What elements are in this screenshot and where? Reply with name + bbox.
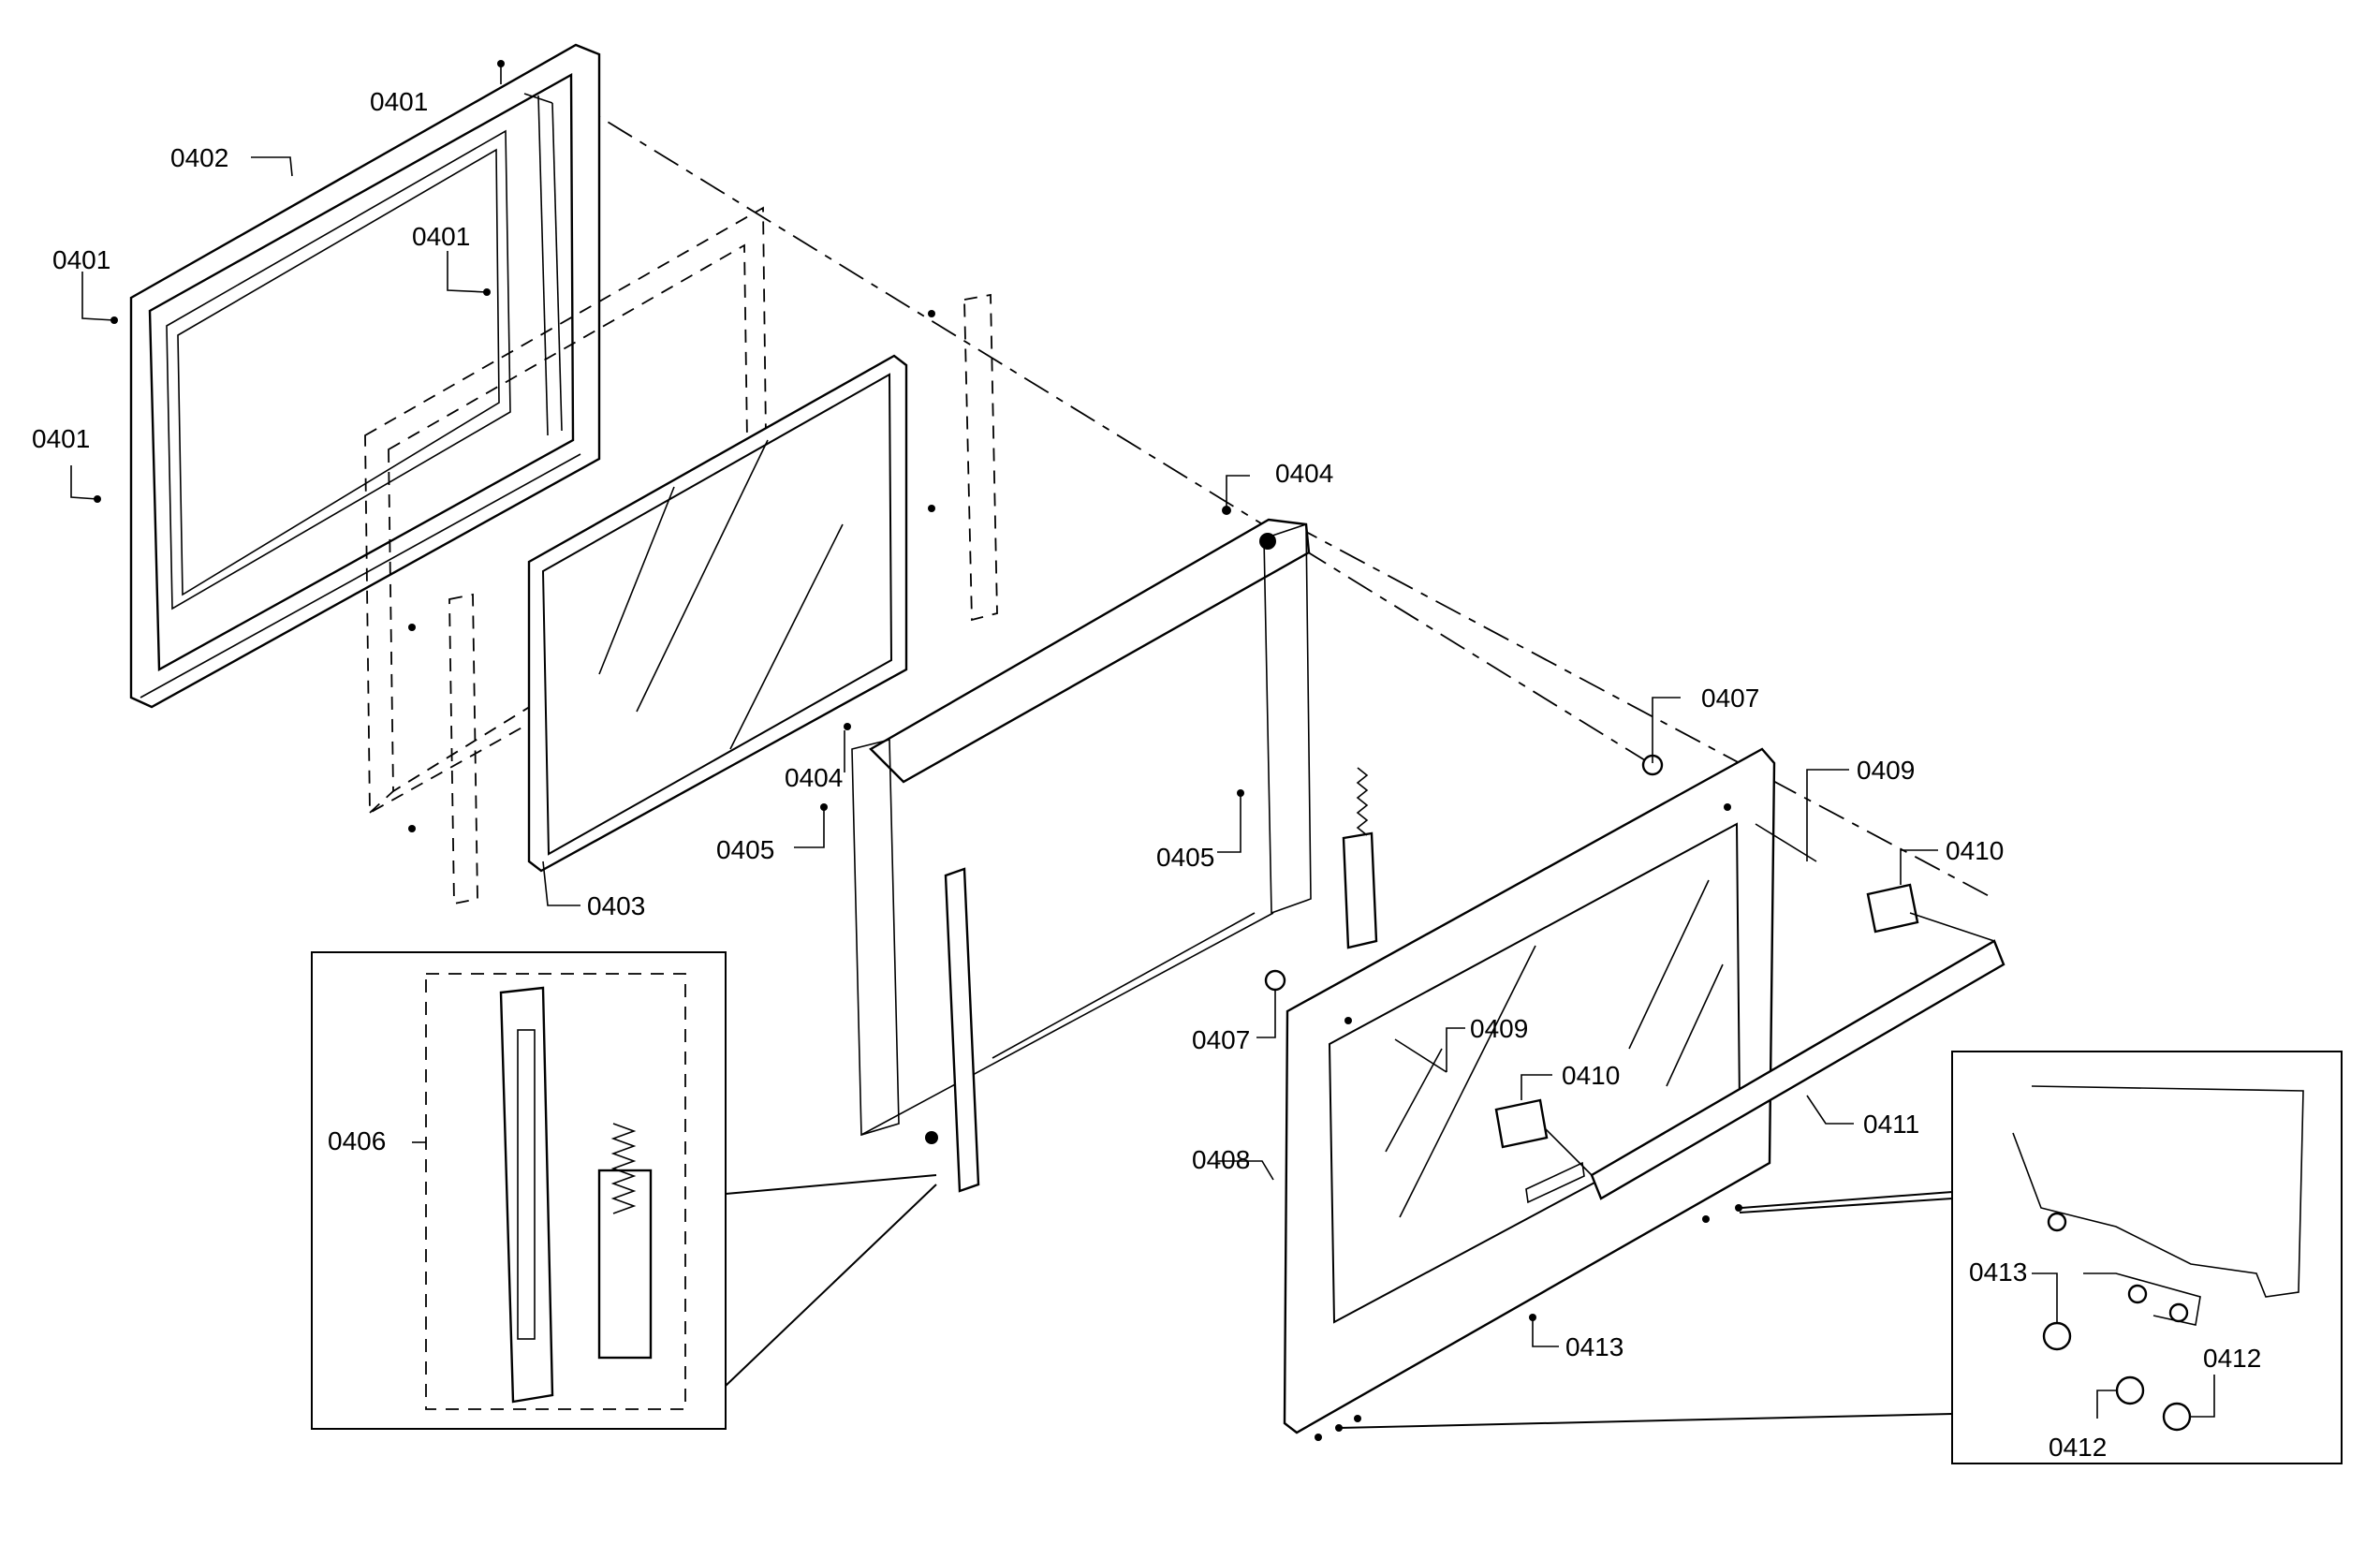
callout-0412-inset-right: 0412	[2203, 1344, 2261, 1373]
callout-0401-top: 0401	[370, 87, 428, 116]
callout-0407-left: 0407	[1192, 1025, 1250, 1054]
hinge-detail-inset	[311, 951, 937, 1430]
callout-0413-inset: 0413	[1969, 1257, 2027, 1287]
inner-glass-panel	[527, 354, 908, 873]
outer-door-frame	[94, 43, 601, 709]
callout-0407-top: 0407	[1701, 684, 1759, 713]
callout-0406: 0406	[328, 1126, 386, 1155]
callout-labels: 0401 0402 0401 0401 0401 0403 0404 0404 …	[32, 87, 2261, 1462]
callout-0410-left: 0410	[1562, 1061, 1620, 1090]
callout-0402: 0402	[170, 143, 228, 172]
door-hinges	[925, 767, 1378, 1193]
door-handle-assembly	[1394, 823, 2005, 1200]
callout-0405-right: 0405	[1156, 843, 1214, 872]
callout-0408: 0408	[1192, 1145, 1250, 1174]
leader-lines	[70, 64, 2215, 1419]
callout-0404-left: 0404	[785, 763, 843, 792]
callout-0405-left: 0405	[716, 835, 774, 864]
outer-glass-door	[1264, 747, 1776, 1441]
door-inner-frame	[820, 506, 1312, 1137]
callout-0403: 0403	[587, 891, 645, 920]
callout-0409-right: 0409	[1857, 756, 1915, 785]
fastener-detail-inset	[1338, 1051, 2343, 1464]
callout-0410-right: 0410	[1946, 836, 2004, 865]
callout-0401-left-lower: 0401	[32, 424, 90, 453]
callout-0411: 0411	[1863, 1110, 1919, 1139]
callout-0409-left: 0409	[1470, 1014, 1528, 1043]
callout-0412-inset-left: 0412	[2049, 1433, 2107, 1462]
callout-0413-door: 0413	[1565, 1332, 1623, 1361]
alignment-lines	[561, 93, 1995, 900]
callout-0401-left-upper: 0401	[52, 245, 110, 274]
callout-0404-right: 0404	[1275, 459, 1333, 488]
side-brackets	[408, 293, 998, 905]
callout-0401-right: 0401	[412, 222, 470, 251]
